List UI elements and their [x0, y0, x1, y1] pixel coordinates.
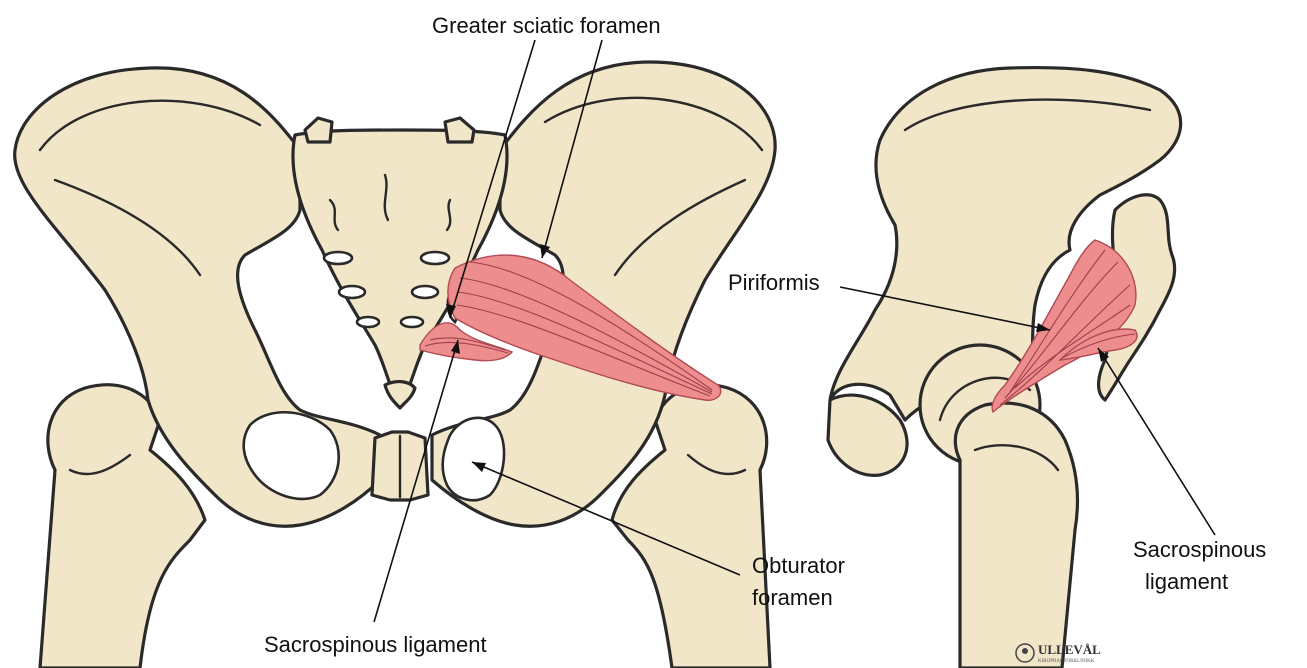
right-obturator-foramen: [443, 418, 504, 500]
label-piriformis: Piriformis: [728, 270, 820, 295]
label-sacrospinous-ligament-front: Sacrospinous ligament: [264, 632, 487, 657]
logo-name: ULLEVÅL: [1038, 642, 1101, 657]
side-view-pelvis: [828, 68, 1181, 668]
logo-tagline: KIROPRAKTORKLINIKK: [1038, 659, 1095, 664]
coccyx: [385, 382, 415, 408]
label-obturator-line2: foramen: [752, 585, 833, 610]
label-greater-sciatic-foramen: Greater sciatic foramen: [432, 13, 661, 38]
label-obturator-line1: Obturator: [752, 553, 845, 578]
sacral-articular-process-left: [305, 118, 332, 142]
label-sacrospinous-side-line2: ligament: [1145, 569, 1228, 594]
sacral-articular-process-right: [445, 118, 474, 142]
side-femur: [955, 403, 1077, 668]
side-ischium: [828, 395, 907, 475]
front-view-pelvis: [15, 62, 775, 668]
label-sacrospinous-side-line1: Sacrospinous: [1133, 537, 1266, 562]
